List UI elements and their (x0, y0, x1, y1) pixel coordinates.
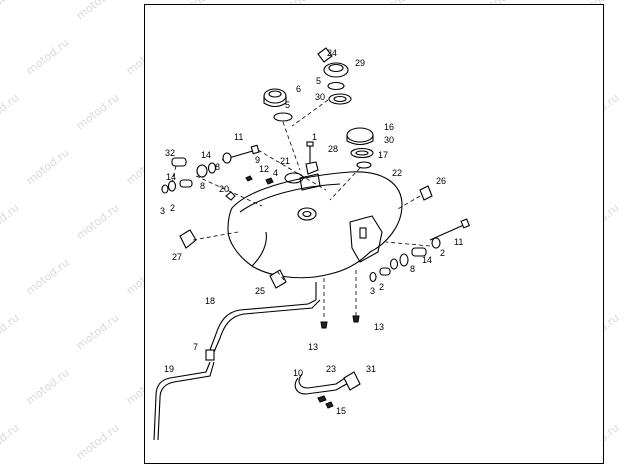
gasket-5-left (273, 112, 293, 122)
filler-cap-center (346, 127, 374, 169)
callout-labels: 24 29 6 5 5 30 16 30 17 11 1 28 32 14 8 … (160, 48, 463, 416)
callout-5: 5 (316, 76, 321, 86)
callout-12: 12 (259, 164, 269, 174)
filler-cap-right (317, 47, 352, 105)
callout-13: 13 (374, 322, 384, 332)
callout-23: 23 (326, 364, 336, 374)
callout-14: 14 (166, 172, 176, 182)
callout-19: 19 (164, 364, 174, 374)
callout-13: 13 (308, 342, 318, 352)
callout-11: 11 (454, 237, 463, 247)
callout-16: 16 (384, 122, 394, 132)
callout-14: 14 (422, 255, 432, 265)
callout-14: 14 (201, 150, 211, 160)
callout-15: 15 (336, 406, 346, 416)
callout-21: 21 (280, 156, 290, 166)
tank-cap-port (297, 207, 317, 221)
callout-4: 4 (273, 168, 278, 178)
callout-5: 5 (285, 100, 290, 110)
tank-bracket (299, 173, 321, 191)
callout-11: 11 (234, 132, 243, 142)
callout-17: 17 (378, 150, 388, 160)
callout-2: 2 (440, 248, 445, 258)
callout-8: 8 (200, 181, 205, 191)
bracket-25 (269, 269, 287, 289)
callout-31: 31 (366, 364, 376, 374)
callout-27: 27 (172, 252, 182, 262)
callout-2: 2 (170, 203, 175, 213)
right-mount-hardware (369, 218, 470, 283)
filler-cap-left (263, 88, 293, 122)
bracket-26 (419, 185, 433, 201)
callout-3: 3 (160, 206, 165, 216)
callout-30: 30 (315, 92, 325, 102)
callout-24: 24 (327, 48, 337, 58)
valve-7 (205, 349, 215, 361)
callout-1: 1 (312, 132, 317, 142)
callout-8: 8 (410, 264, 415, 274)
callout-28: 28 (328, 144, 338, 154)
callout-18: 18 (205, 296, 215, 306)
left-mount-hardware (161, 144, 260, 194)
vent-fittings (225, 141, 319, 201)
fuel-valve-mount (349, 215, 383, 263)
diagram-frame (144, 4, 604, 464)
fitting-28 (305, 161, 319, 175)
callout-9: 9 (255, 155, 260, 165)
callout-7: 7 (193, 342, 198, 352)
callout-29: 29 (355, 58, 365, 68)
callout-6: 6 (296, 84, 301, 94)
key-24 (317, 47, 333, 63)
clamp-21 (284, 172, 304, 184)
callout-25: 25 (255, 286, 265, 296)
leader-lines (171, 99, 431, 320)
callout-32: 32 (165, 148, 175, 158)
fuel-tank (227, 171, 403, 300)
screws-13 (320, 315, 360, 329)
fuel-hose-assembly (294, 371, 361, 409)
callout-8: 8 (215, 162, 220, 172)
callout-3: 3 (370, 286, 375, 296)
bracket-27 (179, 229, 197, 249)
callout-20: 20 (219, 184, 229, 194)
callout-26: 26 (436, 176, 446, 186)
callout-30: 30 (384, 135, 394, 145)
fuel-lines (153, 299, 321, 441)
hose-clamp-31 (343, 371, 361, 391)
callout-10: 10 (293, 368, 303, 378)
callout-22: 22 (392, 168, 402, 178)
callout-2: 2 (379, 282, 384, 292)
